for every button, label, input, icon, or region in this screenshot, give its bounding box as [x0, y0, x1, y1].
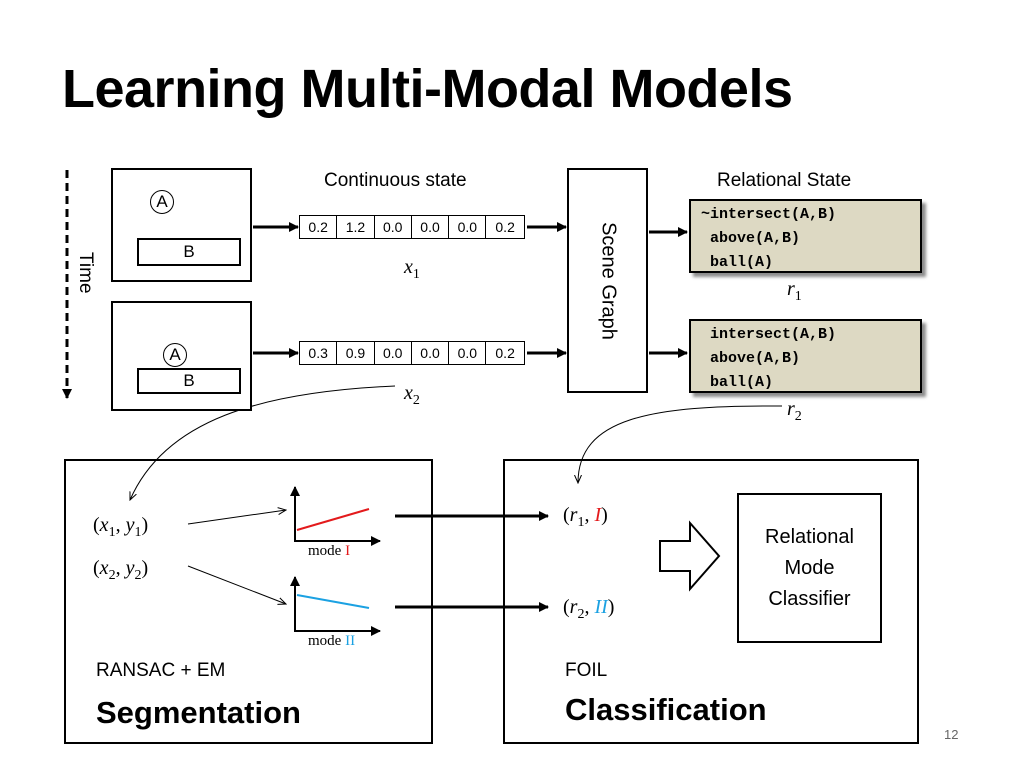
relational-pair-2: (r2, II)	[563, 596, 615, 622]
vector-cell: 0.0	[449, 342, 487, 364]
scene-frame-2: A B	[111, 301, 252, 411]
predicate-line: above(A,B)	[701, 350, 801, 367]
vector-cell: 0.3	[300, 342, 338, 364]
vector-cell: 0.2	[495, 345, 515, 361]
vector-cell: 0.0	[375, 342, 412, 364]
vector-cell: 0.9	[337, 342, 375, 364]
predicate-line: ~intersect(A,B)	[701, 206, 837, 223]
label-x1: x1	[404, 256, 420, 282]
vector-cell: 0.2	[300, 216, 338, 238]
mode2-line	[296, 594, 370, 609]
predicate-line: ball(A)	[701, 374, 774, 391]
ball-a-1: A	[150, 190, 174, 214]
predicate-line: ball(A)	[701, 254, 774, 271]
mode1-line	[296, 508, 370, 531]
relational-state-label: Relational State	[717, 170, 852, 191]
vector-cell: 0.0	[412, 342, 450, 364]
block-b-2: B	[137, 368, 241, 394]
segmentation-panel	[64, 459, 433, 744]
mode-2-label: mode II	[308, 633, 356, 649]
arrow-point1-to-mode1	[187, 510, 286, 525]
vector-cell: 0.0	[449, 216, 487, 238]
state-vector-x2: 0.3 0.9 0.0 0.0 0.0 0.2	[299, 341, 525, 365]
classifier-line: Relational	[765, 525, 854, 548]
continuous-state-label: Continuous state	[324, 170, 467, 191]
vector-cell: 0.0	[375, 216, 412, 238]
classification-title: Classification	[565, 692, 767, 727]
relational-state-r2: intersect(A,B) above(A,B) ball(A)	[689, 319, 922, 393]
scene-frame-1: A B	[111, 168, 252, 282]
scene-graph-box: Scene Graph	[567, 168, 648, 393]
mode-1-label: mode I	[308, 543, 351, 559]
point-pair-2: (x2, y2)	[93, 557, 149, 583]
relational-pair-1: (r1, I)	[563, 504, 608, 530]
segmentation-method: RANSAC + EM	[96, 660, 226, 681]
page-number: 12	[944, 727, 959, 742]
state-vector-x1: 0.2 1.2 0.0 0.0 0.0 0.2	[299, 215, 525, 239]
predicate-line: above(A,B)	[701, 230, 801, 247]
classification-panel	[503, 459, 919, 744]
relational-state-r1: ~intersect(A,B) above(A,B) ball(A)	[689, 199, 922, 273]
vector-cell: 0.2	[495, 219, 515, 235]
classifier-line: Classifier	[768, 587, 851, 610]
vector-cell: 1.2	[337, 216, 375, 238]
label-r1: r1	[787, 278, 802, 304]
arrow-point2-to-mode2	[187, 565, 286, 604]
ball-a-2: A	[163, 343, 187, 367]
segmentation-title: Segmentation	[96, 695, 301, 730]
classification-method: FOIL	[565, 660, 608, 681]
block-arrow-icon	[659, 520, 721, 592]
predicate-line: intersect(A,B)	[701, 326, 837, 343]
relational-mode-classifier-box: Relational Mode Classifier	[737, 493, 882, 643]
classifier-line: Mode	[784, 556, 835, 579]
label-r2: r2	[787, 398, 802, 424]
label-x2: x2	[404, 382, 420, 408]
block-b-1: B	[137, 238, 241, 266]
point-pair-1: (x1, y1)	[93, 514, 149, 540]
slide-title: Learning Multi-Modal Models	[62, 59, 793, 119]
vector-cell: 0.0	[412, 216, 450, 238]
curve-x2-to-segmentation	[130, 385, 396, 500]
